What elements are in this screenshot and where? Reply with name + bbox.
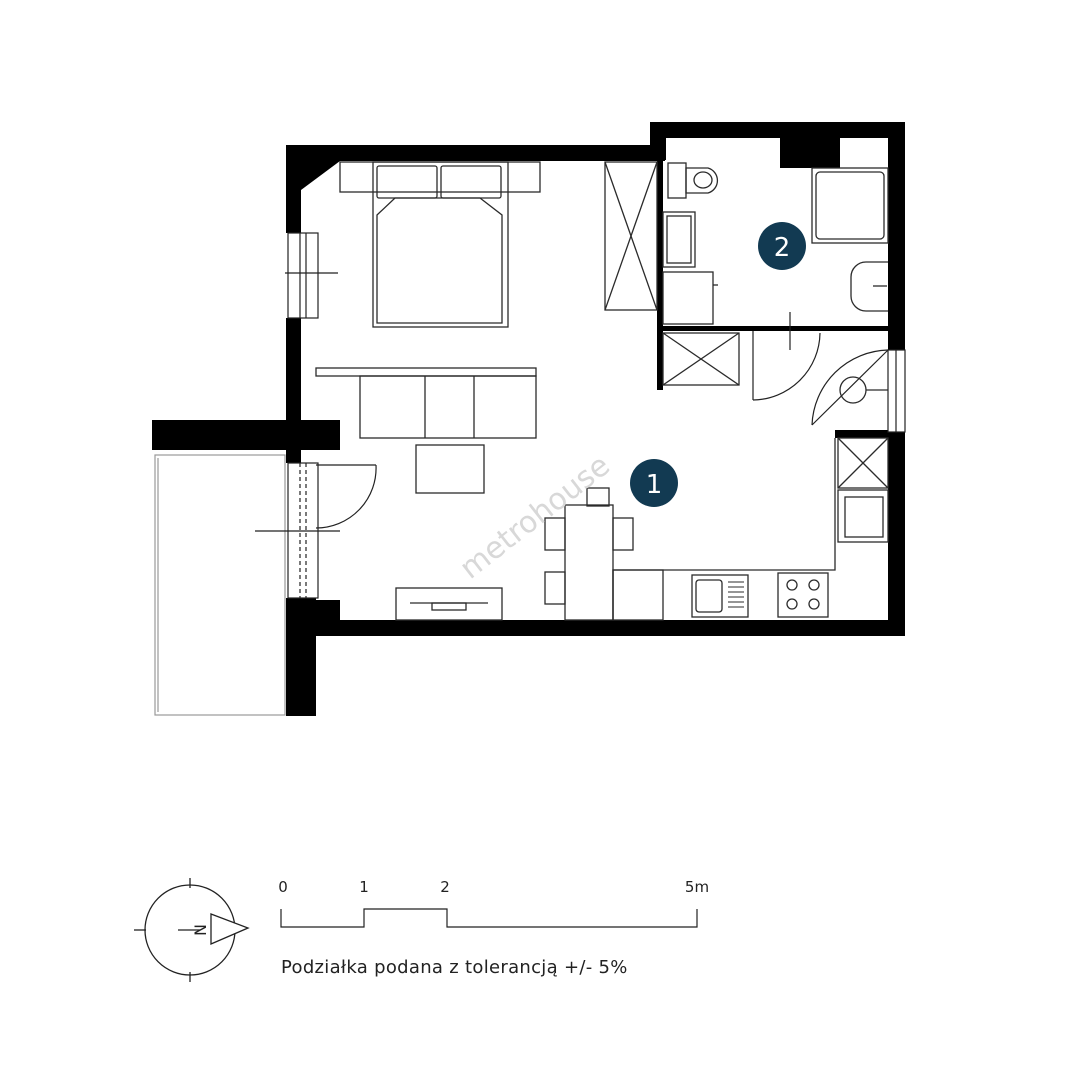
bed-icon xyxy=(339,161,541,328)
wardrobe-icon xyxy=(604,161,658,311)
oven-icon xyxy=(837,489,889,543)
room-badge-1: 1 xyxy=(630,459,678,507)
room-1-label: 1 xyxy=(646,470,663,500)
radiator-icon xyxy=(839,376,888,404)
room-2-label: 2 xyxy=(774,233,791,263)
compass-north-label: N xyxy=(191,924,210,936)
room-badge-2: 2 xyxy=(758,222,806,270)
scale-bar xyxy=(280,908,698,928)
windows xyxy=(285,232,906,433)
storage-icon xyxy=(662,332,740,386)
scale-tick-0: 0 xyxy=(278,878,288,896)
shower-icon xyxy=(811,167,889,244)
balcony xyxy=(154,454,286,716)
furniture xyxy=(315,161,889,621)
cabinet-icon xyxy=(662,271,718,325)
toilet-icon xyxy=(667,162,719,199)
fridge-icon xyxy=(837,437,889,489)
kitchen-counter-icon xyxy=(612,438,836,621)
interior-doors xyxy=(752,312,889,426)
sink-icon xyxy=(850,261,888,312)
washing-machine-icon xyxy=(662,211,696,268)
sofa-icon xyxy=(315,367,537,439)
scale-tick-1: 1 xyxy=(359,878,369,896)
scale-tick-5m: 5m xyxy=(685,878,709,896)
walls xyxy=(152,122,905,716)
coffee-table-icon xyxy=(415,444,485,494)
scale-caption: Podziałka podana z tolerancją +/- 5% xyxy=(281,957,628,978)
dining-table-icon xyxy=(544,487,634,621)
watermark: metrohouse xyxy=(453,448,616,586)
scale-tick-2: 2 xyxy=(440,878,450,896)
compass-icon xyxy=(134,878,250,982)
tv-unit-icon xyxy=(395,587,503,621)
balcony-door xyxy=(255,462,377,599)
hob-icon xyxy=(777,572,829,618)
